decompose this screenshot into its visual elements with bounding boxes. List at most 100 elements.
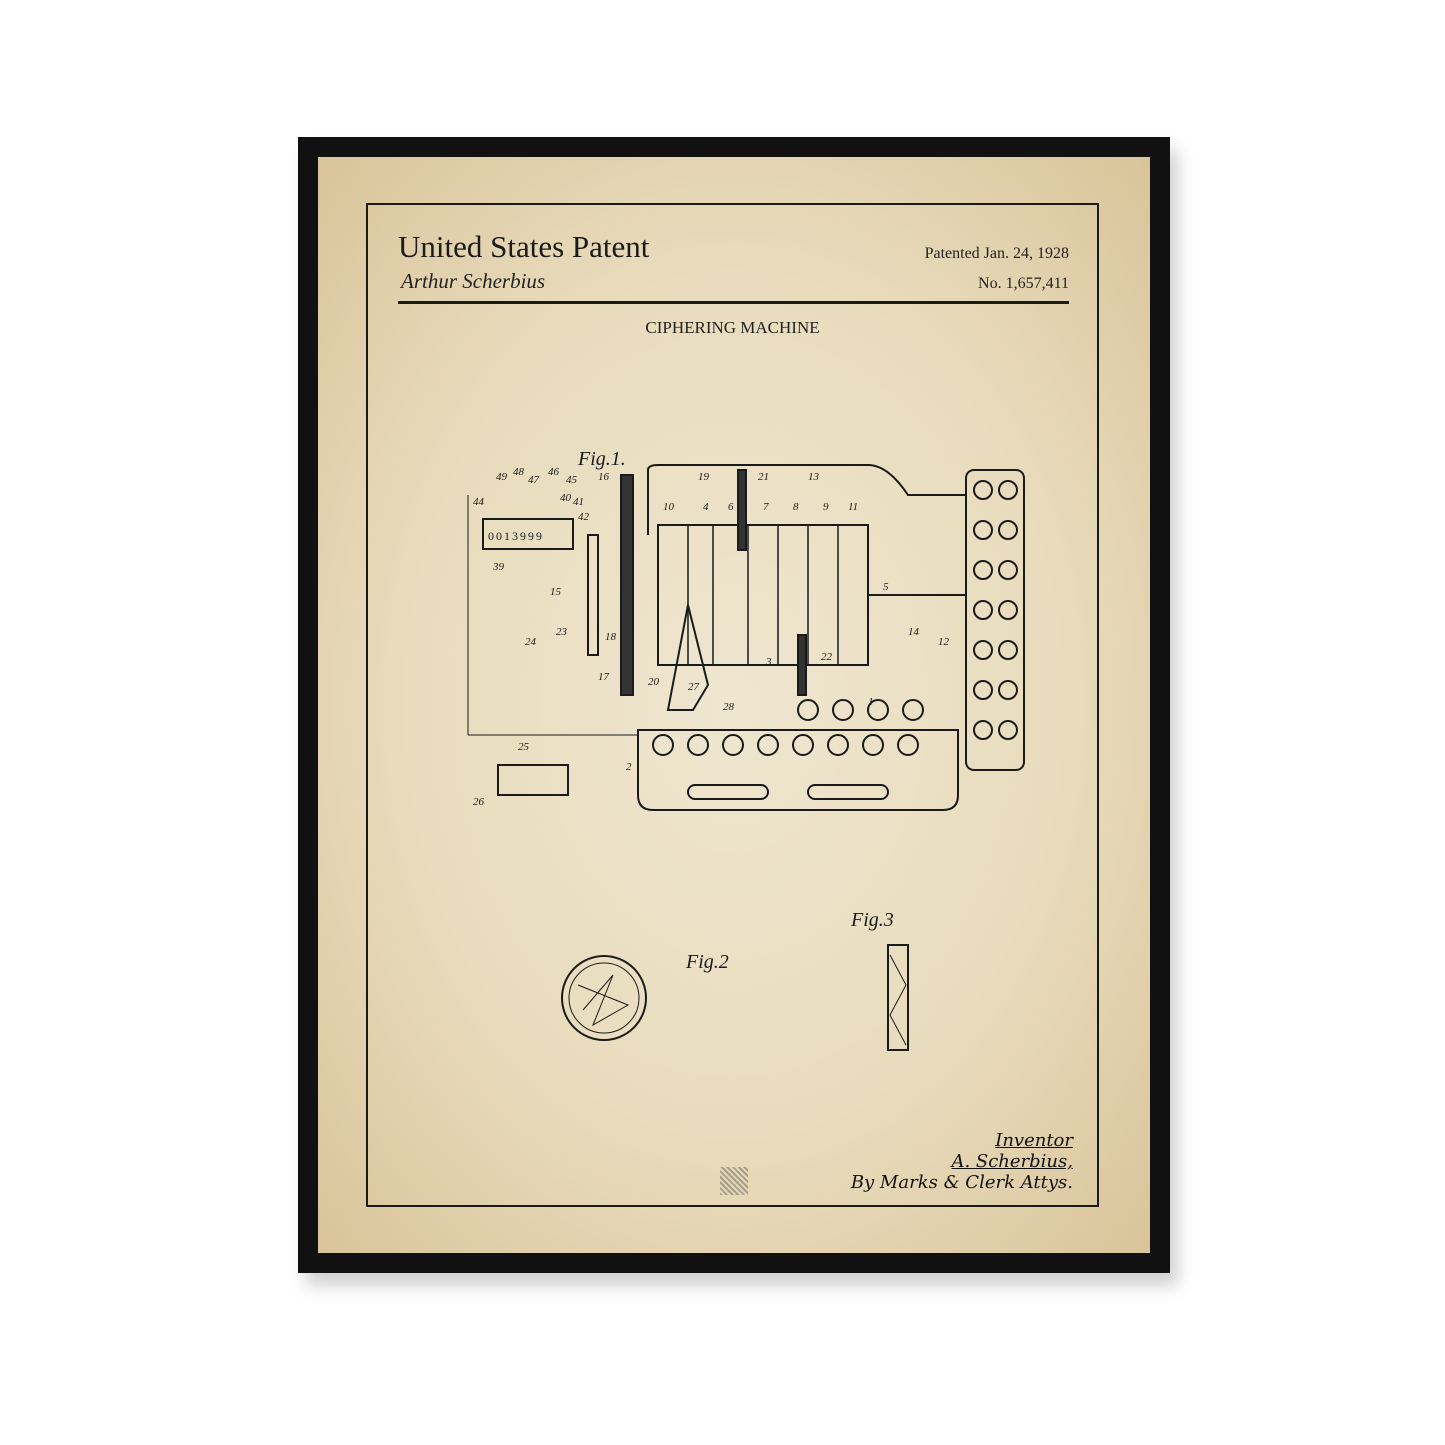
drawing-stroke bbox=[757, 734, 779, 756]
reference-number: 20 bbox=[648, 676, 660, 688]
drawing-stroke bbox=[998, 480, 1018, 500]
drawing-stroke bbox=[902, 699, 924, 721]
reference-number: 25 bbox=[518, 741, 530, 753]
reference-number: 13 bbox=[808, 471, 820, 483]
drawing-stroke bbox=[973, 480, 993, 500]
signature-label: Inventor bbox=[995, 1130, 1073, 1151]
keyboard-base bbox=[637, 729, 959, 811]
rotor-assembly bbox=[657, 524, 869, 666]
figure-3: Fig.3 bbox=[850, 909, 909, 1051]
reference-number: 2 bbox=[626, 761, 632, 773]
drawing-stroke bbox=[867, 699, 889, 721]
fig1-label: Fig.1. bbox=[577, 448, 626, 470]
reference-number: 28 bbox=[723, 701, 735, 713]
patent-number: No. 1,657,411 bbox=[978, 275, 1069, 292]
poster-frame: United States Patent Arthur Scherbius Pa… bbox=[298, 137, 1170, 1273]
drawing-stroke bbox=[897, 734, 919, 756]
drawing-stroke bbox=[687, 525, 839, 665]
reference-number: 49 bbox=[496, 471, 508, 483]
gear-left bbox=[620, 474, 634, 696]
battery bbox=[497, 764, 569, 796]
patent-date: Patented Jan. 24, 1928 bbox=[924, 245, 1069, 262]
gear-top bbox=[737, 469, 747, 551]
fig3-label: Fig.3 bbox=[850, 909, 894, 931]
patent-paper: United States Patent Arthur Scherbius Pa… bbox=[318, 157, 1150, 1253]
keyboard-keys bbox=[652, 699, 924, 756]
reference-number: 17 bbox=[598, 671, 610, 683]
drawing-stroke bbox=[577, 974, 630, 1027]
reference-number: 48 bbox=[513, 466, 525, 478]
drawing-stroke bbox=[889, 954, 907, 1046]
reference-number: 7 bbox=[763, 501, 769, 513]
drawing-stroke bbox=[797, 699, 819, 721]
reference-number: 44 bbox=[473, 496, 485, 508]
reference-number: 18 bbox=[605, 631, 617, 643]
lamp-circles bbox=[973, 480, 1018, 740]
reference-number: 11 bbox=[848, 501, 858, 513]
figure-2: Fig.2 bbox=[561, 951, 729, 1041]
reference-number: 3 bbox=[765, 656, 772, 668]
reference-number: 24 bbox=[525, 636, 537, 648]
patent-subject: CIPHERING MACHINE bbox=[645, 318, 820, 337]
reference-numbers: 1 2 3 4 5 6 7 8 9 10 11 12 13 14 bbox=[473, 466, 950, 808]
header-title: United States Patent bbox=[398, 229, 650, 264]
reference-number: 41 bbox=[573, 496, 584, 508]
drawing-stroke bbox=[998, 600, 1018, 620]
reference-number: 14 bbox=[908, 626, 920, 638]
lever bbox=[666, 604, 710, 711]
drawing-stroke bbox=[998, 720, 1018, 740]
reference-number: 16 bbox=[598, 471, 610, 483]
drawing-stroke bbox=[998, 640, 1018, 660]
drawing-stroke bbox=[998, 560, 1018, 580]
reference-number: 10 bbox=[663, 501, 675, 513]
reference-number: 26 bbox=[473, 796, 485, 808]
reference-number: 12 bbox=[938, 636, 950, 648]
drawing-stroke bbox=[832, 699, 854, 721]
reference-number: 4 bbox=[703, 501, 709, 513]
drawing-stroke bbox=[687, 734, 709, 756]
figure-1: Fig.1. 0013999 bbox=[467, 448, 1025, 811]
patent-border: United States Patent Arthur Scherbius Pa… bbox=[366, 203, 1099, 1207]
reference-number: 5 bbox=[883, 581, 889, 593]
signature-name: A. Scherbius, bbox=[951, 1151, 1073, 1172]
patent-drawing: Fig.1. 0013999 bbox=[467, 448, 1025, 1051]
rack bbox=[587, 534, 599, 656]
reference-number: 47 bbox=[528, 474, 540, 486]
reference-number: 8 bbox=[793, 501, 799, 513]
drawing-stroke bbox=[998, 520, 1018, 540]
drawing-stroke bbox=[973, 560, 993, 580]
drawing-stroke bbox=[862, 734, 884, 756]
header-rule bbox=[398, 301, 1069, 304]
gear-bottom bbox=[797, 634, 807, 696]
inventor-name: Arthur Scherbius bbox=[401, 269, 546, 293]
reference-number: 6 bbox=[728, 501, 734, 513]
lamp-panel bbox=[965, 469, 1025, 771]
reference-number: 22 bbox=[821, 651, 833, 663]
reference-number: 9 bbox=[823, 501, 829, 513]
drawing-stroke bbox=[792, 734, 814, 756]
fig2-label: Fig.2 bbox=[685, 951, 729, 973]
signature-attorneys: By Marks & Clerk Attys. bbox=[850, 1172, 1073, 1193]
drawing-stroke bbox=[973, 600, 993, 620]
drawing-stroke bbox=[827, 734, 849, 756]
drawing-stroke bbox=[973, 520, 993, 540]
reference-number: 39 bbox=[492, 561, 505, 573]
drawing-stroke bbox=[652, 734, 674, 756]
reference-number: 23 bbox=[556, 626, 568, 638]
reference-number: 15 bbox=[550, 586, 562, 598]
drawing-stroke bbox=[998, 680, 1018, 700]
reference-number: 19 bbox=[698, 471, 710, 483]
drawing-stroke bbox=[568, 962, 640, 1034]
drawing-stroke bbox=[973, 720, 993, 740]
signature-block: Inventor A. Scherbius, By Marks & Clerk … bbox=[851, 1130, 1073, 1193]
reference-number: 1 bbox=[868, 696, 874, 708]
reference-number: 21 bbox=[758, 471, 769, 483]
drawing-stroke bbox=[722, 734, 744, 756]
reference-number: 46 bbox=[548, 466, 560, 478]
counter-box bbox=[482, 518, 574, 550]
drawing-stroke bbox=[973, 640, 993, 660]
qr-code bbox=[720, 1167, 748, 1195]
drawing-stroke bbox=[561, 955, 647, 1041]
reference-number: 40 bbox=[560, 492, 572, 504]
reference-number: 45 bbox=[566, 474, 578, 486]
